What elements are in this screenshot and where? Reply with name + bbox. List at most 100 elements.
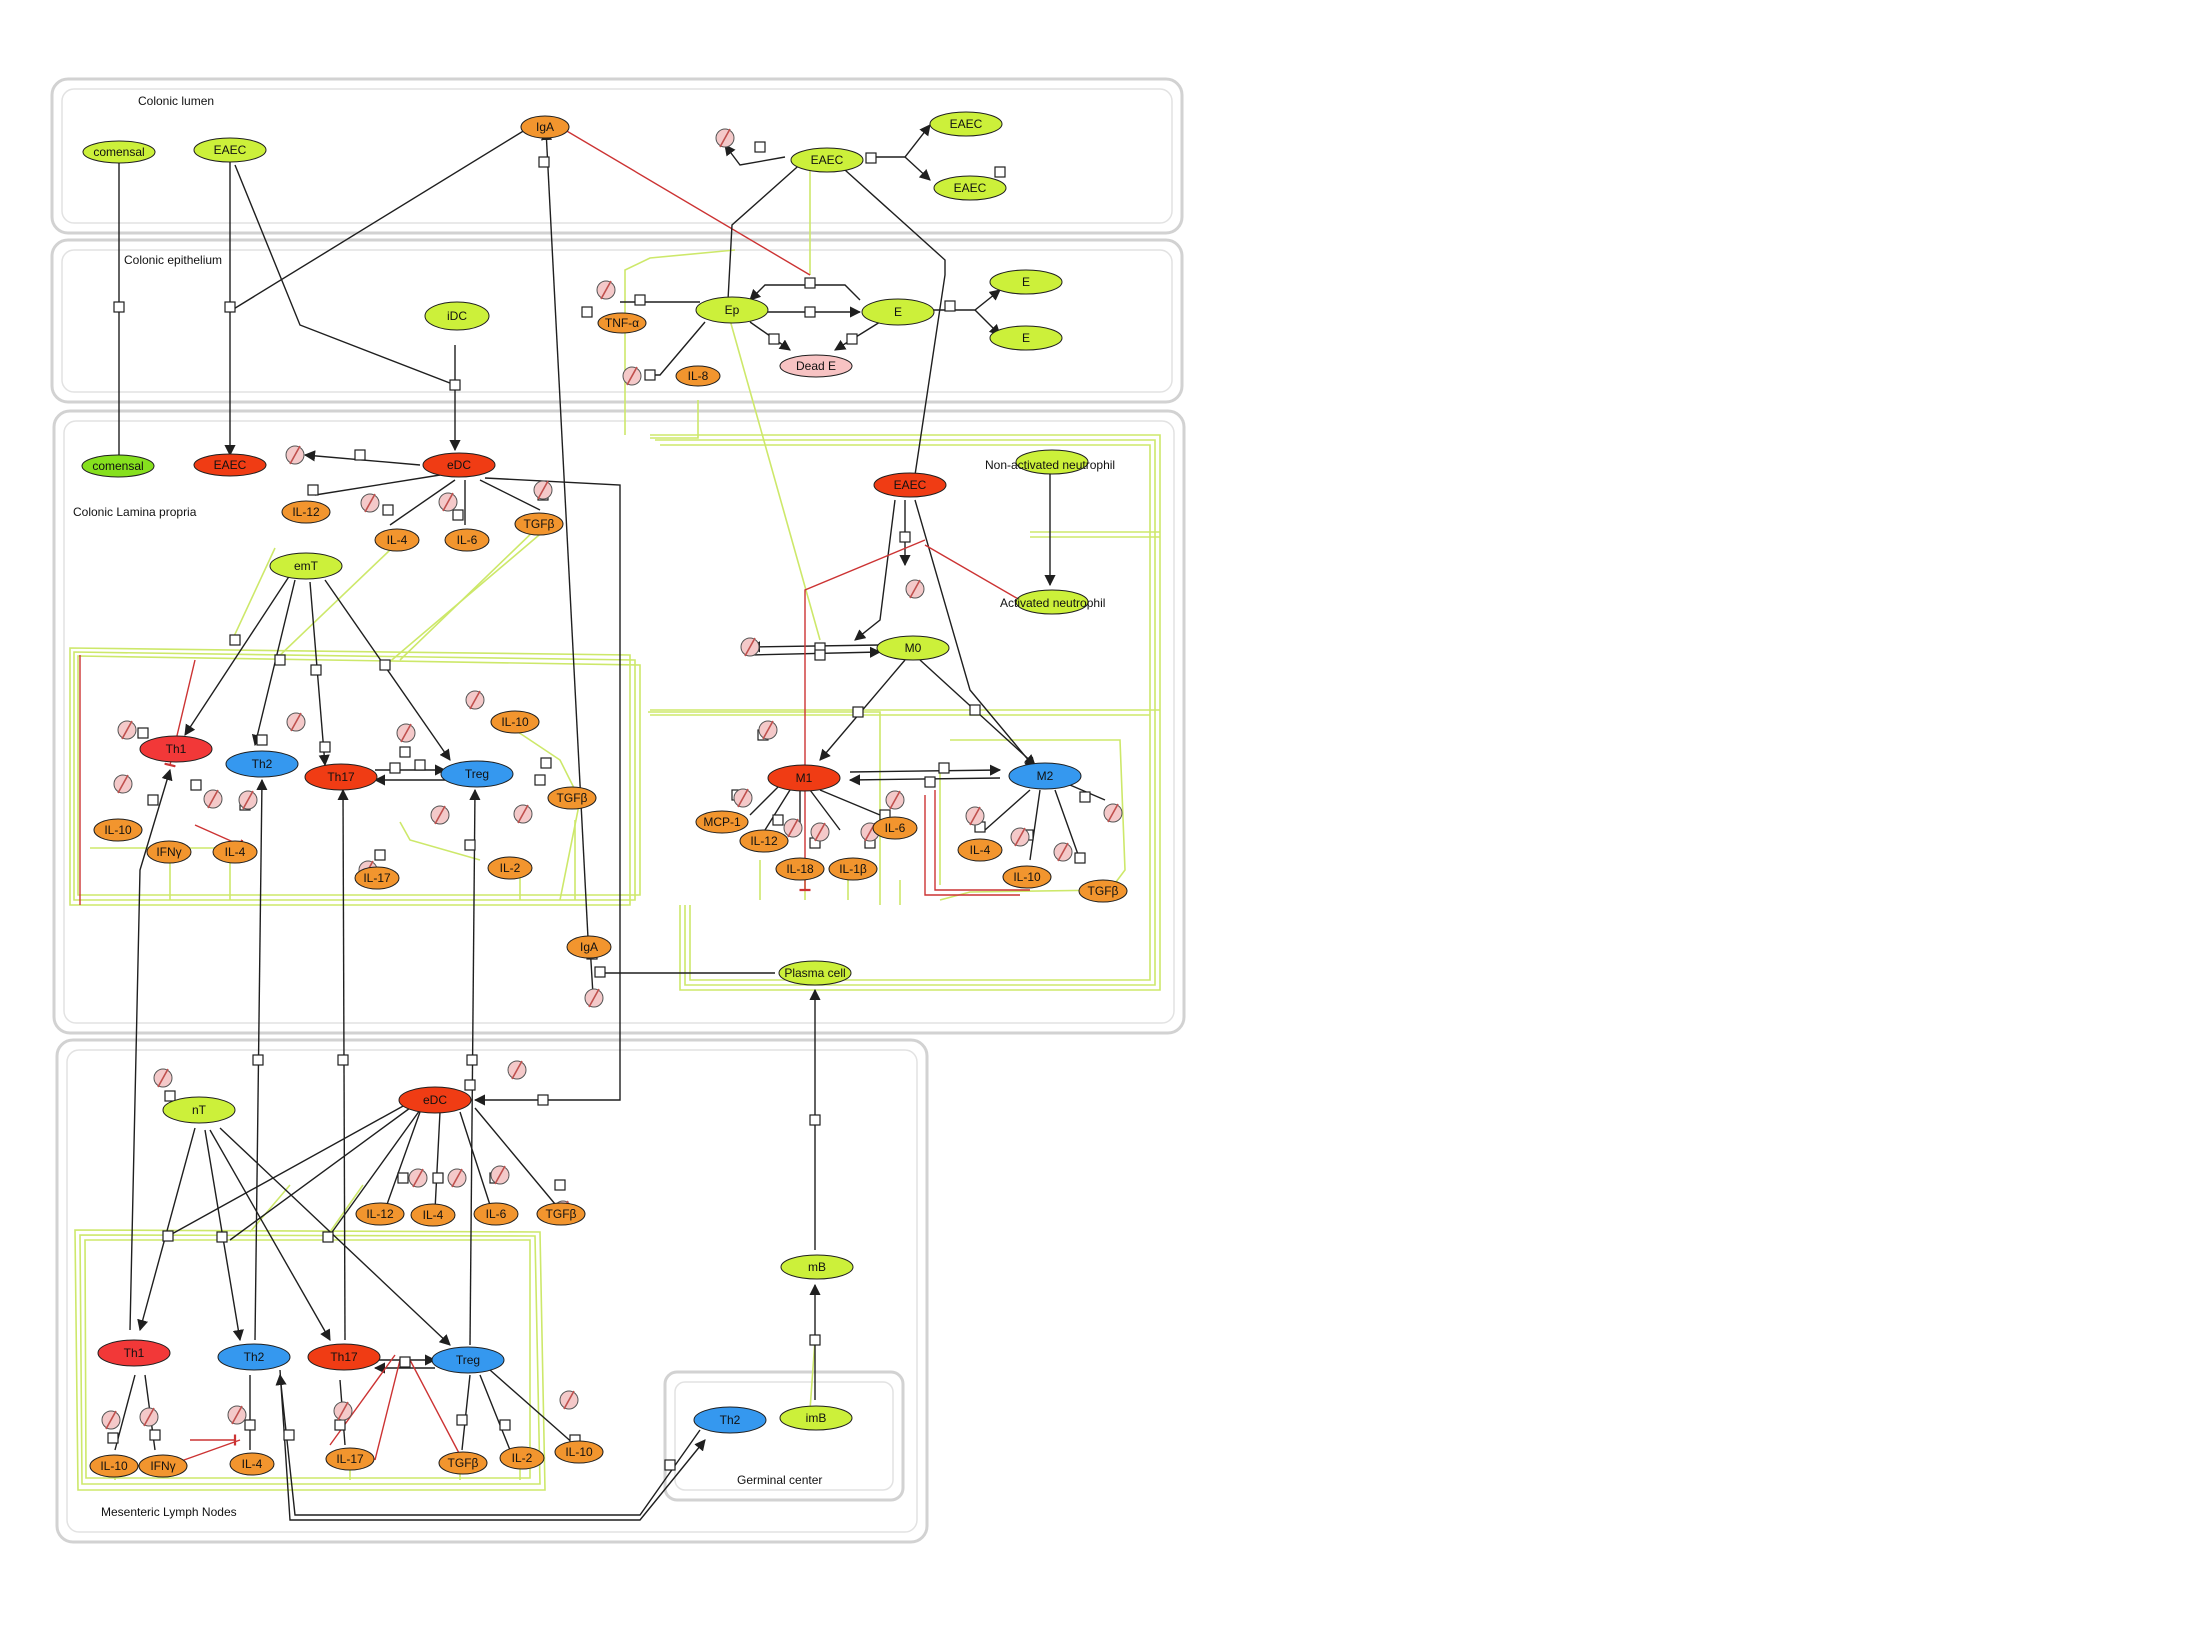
edge-nt-treg [219, 1127, 451, 1346]
node-shape [780, 1254, 854, 1280]
node-ml-il6: IL-6 [473, 1202, 519, 1226]
node-label: comensal [92, 459, 143, 473]
node-label: TGFβ [546, 1207, 577, 1221]
process-node [190, 779, 202, 791]
node-label: IL-10 [501, 715, 529, 729]
sink-icon [203, 789, 223, 809]
sink-icon [758, 720, 778, 740]
process-node [389, 762, 401, 774]
edge-eaec-lp-m2 [914, 499, 1036, 769]
node-label: IgA [536, 120, 554, 134]
node-lp-eaec: EAEC [193, 453, 267, 477]
process-node [452, 509, 464, 521]
node-lum-eaec-a: EAEC [929, 111, 1003, 137]
process-node [319, 741, 331, 753]
node-shape [146, 840, 192, 864]
node-shape [325, 1447, 375, 1471]
node-ml-il10b: IL-10 [554, 1440, 604, 1464]
sink-icon [490, 1165, 510, 1185]
sink-icon [622, 366, 642, 386]
node-label: M1 [796, 771, 813, 785]
process-node [938, 762, 950, 774]
process-edges [113, 124, 1106, 1521]
influence-edge [648, 711, 881, 905]
edge-edc-mln-cytokines [384, 1107, 561, 1211]
edge-mln-th2-gc [279, 1369, 706, 1521]
edge-eaec2-ep [727, 159, 806, 301]
process-node [664, 1459, 676, 1471]
node-label: Plasma cell [784, 966, 845, 980]
process-node [852, 706, 864, 718]
node-ep-ep: Ep [695, 296, 769, 324]
compartment-germinal-center: Germinal center [663, 1370, 905, 1502]
node-gc-th2: Th2 [693, 1406, 767, 1434]
node-lp-il2: IL-2 [487, 856, 533, 880]
node-lp-il12a: IL-12 [281, 500, 331, 524]
node-label: TNF-α [605, 316, 639, 330]
node-ml-il4a: IL-4 [410, 1203, 456, 1227]
node-lp-ifng: IFNγ [146, 840, 192, 864]
node-label: IL-12 [750, 834, 778, 848]
node-label: Th17 [327, 770, 355, 784]
sink-icon [139, 1407, 159, 1427]
edge-gc-th2-mln [275, 1373, 701, 1516]
node-lum-eaec2: EAEC [790, 147, 864, 173]
node-shape [1015, 449, 1089, 475]
node-lp-edc: eDC [422, 452, 496, 478]
process-node [164, 1090, 176, 1102]
node-label: Th1 [124, 1346, 145, 1360]
process-node [768, 333, 780, 345]
node-shape [138, 1454, 188, 1478]
process-node [307, 484, 319, 496]
node-lp-nan [1015, 449, 1089, 475]
node-label: Treg [456, 1353, 480, 1367]
node-lp-m2: M2 [1008, 762, 1082, 790]
sink-icon [360, 493, 380, 513]
process-node [846, 333, 858, 345]
node-lp-il18: IL-18 [775, 857, 825, 881]
process-node [399, 746, 411, 758]
process-node [107, 1432, 119, 1444]
node-label: Th2 [252, 757, 273, 771]
node-shape [355, 1202, 405, 1226]
node-shape [929, 111, 1003, 137]
node-shape [438, 1451, 488, 1475]
node-label: eDC [447, 458, 471, 472]
node-label: iDC [447, 309, 467, 323]
node-label: M0 [905, 641, 922, 655]
process-node [809, 1334, 821, 1346]
influence-edge [655, 439, 1156, 986]
process-node [534, 774, 546, 786]
node-label: eDC [423, 1093, 447, 1107]
edge-nt-th1 [137, 1127, 196, 1332]
node-lp-il4b: IL-4 [212, 840, 258, 864]
process-node [244, 1419, 256, 1431]
node-shape [989, 269, 1063, 295]
process-node [772, 814, 784, 826]
node-label: IL-4 [423, 1208, 444, 1222]
edge-mln-treg-cytokines [461, 1369, 576, 1451]
node-shape [225, 750, 299, 778]
edge-m2-cytokines [984, 784, 1106, 861]
node-lp-plasma: Plasma cell [778, 960, 852, 986]
compartments: Colonic lumen Colonic epithelium Colonic… [50, 77, 1186, 1544]
node-lp-il6a: IL-6 [444, 528, 490, 552]
node-lp-il6b: IL-6 [872, 816, 918, 840]
node-label: nT [192, 1103, 207, 1117]
node-label: IL-8 [688, 369, 709, 383]
influence-edge [73, 651, 636, 901]
node-label: IL-4 [387, 533, 408, 547]
node-lp-m1: M1 [767, 764, 841, 792]
node-label: M2 [1037, 769, 1054, 783]
node-ep-il8: IL-8 [675, 365, 721, 387]
node-shape [933, 175, 1007, 201]
node-shape [566, 935, 612, 959]
node-shape [872, 816, 918, 840]
process-node [283, 1429, 295, 1441]
process-node [449, 379, 461, 391]
node-ml-il12: IL-12 [355, 1202, 405, 1226]
sink-icon [101, 1410, 121, 1430]
edge-m1-m2 [849, 764, 1002, 776]
node-lp-il4c: IL-4 [957, 838, 1003, 862]
